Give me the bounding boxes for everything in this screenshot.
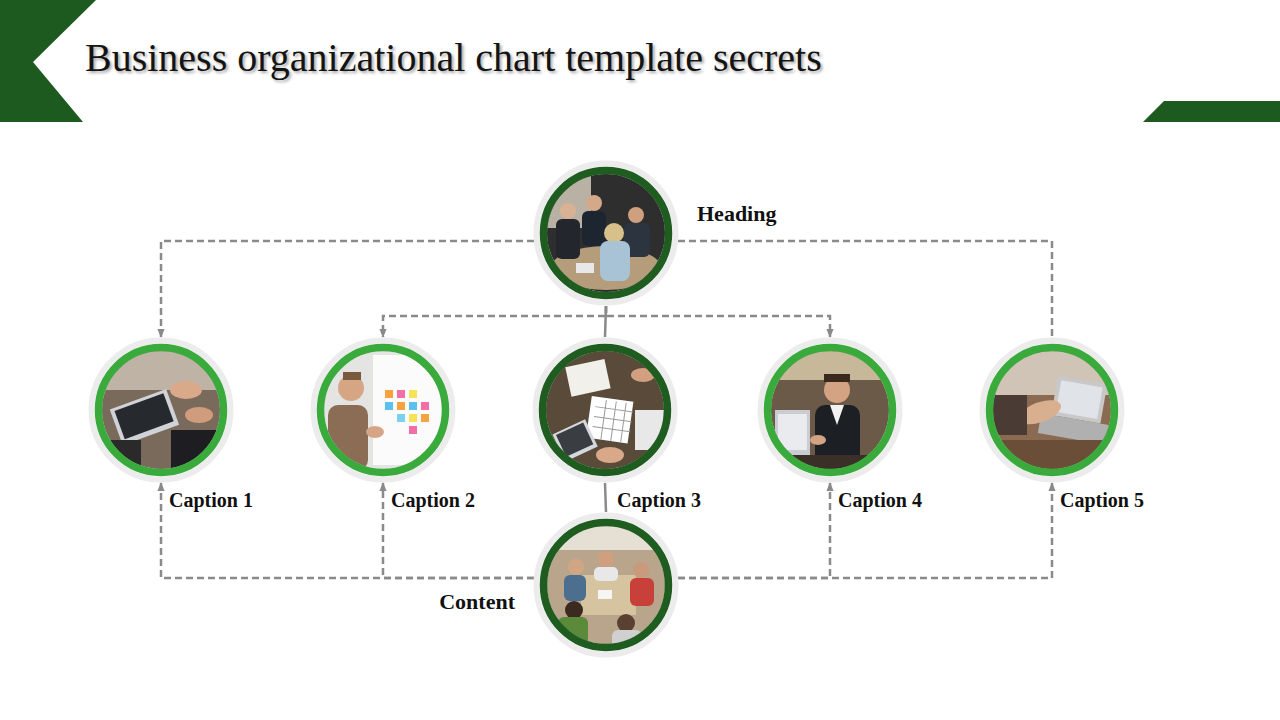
team-photo-part [564, 575, 586, 601]
whiteboard-photo-part [421, 402, 429, 410]
laptop-photo-part-part [115, 393, 174, 439]
desk-photo-part [596, 447, 624, 463]
halo-ring [314, 341, 453, 480]
meeting-photo-part [576, 263, 594, 273]
typing-photo-part [1051, 376, 1107, 424]
businessman-photo-part [824, 374, 850, 382]
team-photo-part [594, 567, 618, 581]
connector-line [161, 241, 534, 337]
photo-circle-node: Heading [533, 160, 679, 306]
whiteboard-photo-part [385, 390, 393, 398]
green-ring [990, 348, 1115, 473]
circle-frame [979, 337, 1125, 483]
green-ring [768, 348, 893, 473]
meeting-photo-part [560, 203, 576, 219]
typing-photo-part [992, 395, 1027, 435]
halo-ring [537, 164, 676, 303]
whiteboard-photo-part [409, 402, 417, 410]
green-ring [99, 348, 224, 473]
whiteboard-photo-part [397, 402, 405, 410]
whiteboard-photo-part [385, 402, 393, 410]
desk-photo-part [591, 399, 634, 444]
circle-frame [88, 337, 234, 483]
connector-line [383, 306, 606, 337]
team-photo-part [617, 614, 635, 632]
whiteboard-photo-part [409, 390, 417, 398]
meeting-photo-part [556, 219, 580, 259]
circle-frame [532, 337, 678, 483]
photo-circle-node: Caption 3 [532, 337, 678, 483]
meeting-photo-part [600, 241, 630, 281]
node-label: Caption 1 [169, 489, 253, 512]
businessman-photo-part [810, 435, 826, 445]
corner-decor-part [1143, 101, 1280, 122]
typing-photo-part [1056, 380, 1103, 419]
node-label: Caption 5 [1060, 489, 1144, 512]
corner-decor [0, 0, 1280, 122]
desk-photo-part [586, 396, 633, 443]
node-label: Caption 4 [838, 489, 922, 512]
connector-line [606, 306, 830, 337]
team-photo-part [568, 559, 584, 575]
photo-circle-node: Caption 5 [979, 337, 1125, 483]
meeting-photo-part [604, 223, 624, 243]
whiteboard-photo-part [397, 414, 405, 422]
node-label: Heading [697, 201, 776, 227]
laptop-photo-part [170, 381, 202, 399]
connector-line [678, 241, 1052, 337]
team-photo-part [565, 601, 583, 619]
node-label: Caption 3 [617, 489, 701, 512]
meeting-photo-part [582, 211, 606, 246]
laptop-photo-part [185, 407, 213, 423]
team-photo-part [598, 551, 614, 567]
green-ring [321, 348, 446, 473]
halo-ring [92, 341, 231, 480]
whiteboard-photo-part [343, 372, 361, 380]
team-photo-part [598, 590, 612, 599]
halo-ring [761, 341, 900, 480]
desk-photo-part [565, 359, 610, 397]
meeting-photo-part [586, 195, 602, 211]
corner-decor-part [0, 0, 96, 122]
whiteboard-photo-part [409, 414, 417, 422]
photo-circle-node: Caption 2 [310, 337, 456, 483]
photo-circle-node: Content [533, 512, 679, 658]
connector-line [161, 483, 534, 578]
halo-ring [983, 341, 1122, 480]
team-photo-part [633, 562, 649, 578]
team-photo-part [630, 578, 654, 606]
node-label: Caption 2 [391, 489, 475, 512]
laptop-photo-part-part [110, 389, 179, 445]
green-ring [543, 348, 668, 473]
node-label: Content [439, 589, 515, 615]
halo-ring [536, 341, 675, 480]
laptop-photo-part [110, 389, 179, 445]
green-ring [544, 523, 669, 648]
meeting-photo-part [628, 207, 644, 223]
connector-line [383, 483, 534, 578]
photo-circle-node: Caption 1 [88, 337, 234, 483]
whiteboard-photo-part [397, 390, 405, 398]
connector-line [605, 483, 606, 512]
whiteboard-photo-part [421, 414, 429, 422]
slide-title: Business organizational chart template s… [85, 34, 822, 81]
circle-frame [310, 337, 456, 483]
circle-frame [533, 512, 679, 658]
whiteboard-photo-part [366, 426, 384, 438]
whiteboard-photo-part [409, 426, 417, 434]
photo-circle-node: Caption 4 [757, 337, 903, 483]
connector-line [678, 483, 1052, 578]
circle-frame [533, 160, 679, 306]
halo-ring [537, 516, 676, 655]
circle-frame [757, 337, 903, 483]
businessman-photo-part [830, 405, 844, 425]
green-ring [544, 171, 669, 296]
